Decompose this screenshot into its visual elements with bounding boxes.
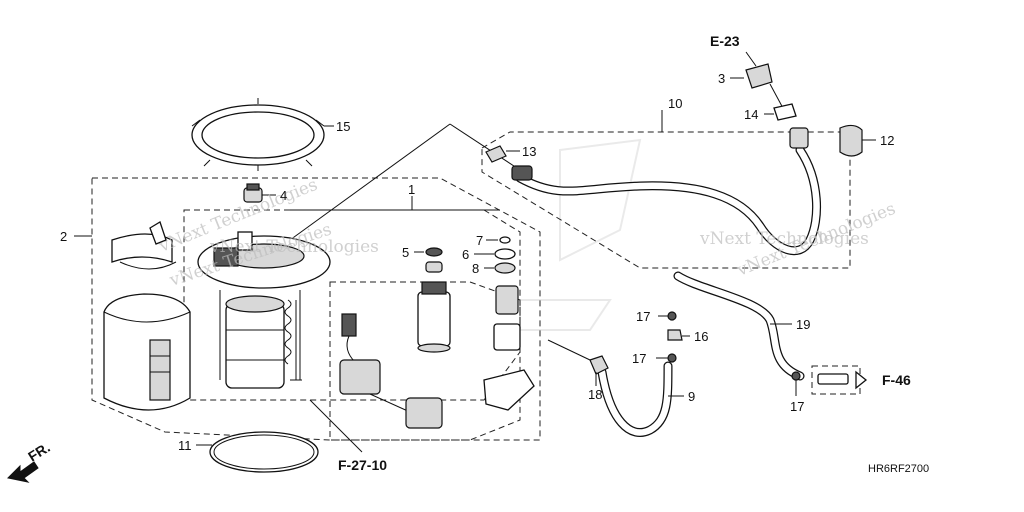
part-number-10: 10 [668,96,682,111]
part-number-3: 3 [718,71,725,86]
part-8-ring [494,262,516,274]
front-arrow-icon [6,461,39,483]
part-10-fuel-feed-hose [511,127,822,256]
part-16-joint [667,329,683,341]
part-number-17: 17 [790,399,804,414]
part-13-clip [485,145,507,163]
part-1-pump-module [197,231,331,389]
part-number-19: 19 [796,317,810,332]
part-number-18: 18 [588,387,602,402]
leader-18b [547,339,591,361]
part-11-o-ring [209,431,319,473]
leader-to-10b [449,123,521,171]
front-label: FR. [25,439,53,465]
part-number-8: 8 [472,261,479,276]
reference-f2710[interactable]: F-27-10 [338,457,387,473]
part-number-17: 17 [636,309,650,324]
leader-to-10 [289,123,451,241]
outline-f46-connector [811,365,861,395]
outline-assembly-10 [481,131,851,269]
part-number-6: 6 [462,247,469,262]
outline-subassembly [329,281,521,441]
pressure-regulator [495,285,519,315]
reference-f46[interactable]: F-46 [882,372,911,388]
part-4-cap [243,183,263,203]
part-5-gasket [425,247,443,257]
fuel-level-sender [339,313,443,429]
part-17-clamp-b [667,353,677,363]
part-17-clamp-a [667,311,677,321]
part-15-lock-ring [191,98,325,171]
part-number-9: 9 [688,389,695,404]
part-2-canister [103,221,191,411]
part-9-hose [597,361,673,437]
fuel-pump-motor [417,281,451,353]
part-number-2: 2 [60,229,67,244]
part-5-spacer [425,261,443,273]
part-18-clamp [589,355,609,375]
regulator-holder [493,323,521,351]
background-logo [519,138,642,331]
part-number-7: 7 [476,233,483,248]
part-17-clamp-c [791,371,801,381]
part-number-1: 1 [408,182,415,197]
part-number-5: 5 [402,245,409,260]
part-number-11: 11 [178,438,192,453]
diagram-code: HR6RF2700 [868,463,929,475]
part-7-ring [499,236,511,244]
part-number-15: 15 [336,119,350,134]
leader-f2710 [309,399,363,453]
part-number-4: 4 [280,188,287,203]
part-14-joint [773,103,797,121]
part-number-13: 13 [522,144,536,159]
part-3-clip [745,63,773,89]
f46-arrow [855,370,868,390]
watermark: vNext Technologies [209,237,379,257]
part-number-12: 12 [880,133,894,148]
part-11-o-ring-inner [213,434,315,470]
leader-e23 [745,51,757,67]
part-19-hose [673,271,805,381]
reference-e23[interactable]: E-23 [710,33,740,49]
f46-connector [817,373,849,385]
watermark: vNext Technologies [699,229,869,249]
part-number-14: 14 [744,107,758,122]
pump-base [483,369,535,411]
part-number-17: 17 [632,351,646,366]
part-number-16: 16 [694,329,708,344]
part-6-ring [494,248,516,260]
part-12-grommet [839,124,863,157]
